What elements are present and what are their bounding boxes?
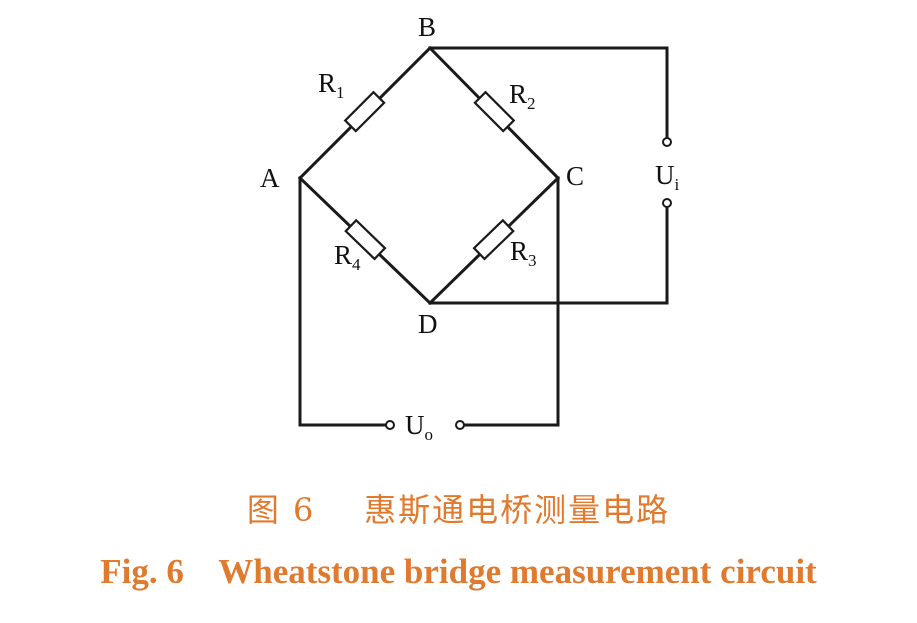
output-terminal-right [455, 420, 465, 430]
output-wire-left [298, 176, 388, 427]
input-wire-bottom [428, 203, 669, 305]
input-terminal-top [662, 137, 672, 147]
node-label-b: B [418, 12, 436, 42]
output-wire-right [462, 176, 560, 427]
node-label-c: C [566, 161, 584, 191]
resistor-r2 [473, 90, 516, 133]
input-voltage-label: Ui [655, 160, 680, 194]
output-terminal-left [385, 420, 395, 430]
input-terminal-bottom [662, 198, 672, 208]
resistor-label-r1: R1 [318, 68, 345, 102]
resistor-label-r2: R2 [509, 79, 536, 113]
resistor-label-r3: R3 [510, 236, 537, 270]
resistor-r3 [472, 218, 515, 261]
node-label-a: A [260, 163, 280, 193]
resistor-r1 [343, 90, 386, 133]
output-voltage-label: Uo [405, 410, 433, 444]
resistor-label-r4: R4 [334, 240, 361, 274]
caption-chinese: 图 6 惠斯通电桥测量电路 [246, 491, 671, 529]
input-wire-top [428, 46, 669, 140]
caption-english: Fig. 6 Wheatstone bridge measurement cir… [100, 552, 817, 591]
resistor-r4 [344, 218, 387, 261]
wheatstone-bridge-diagram: B A C D R1 R2 R3 R4 Ui Uo [260, 12, 680, 444]
node-label-d: D [418, 309, 438, 339]
